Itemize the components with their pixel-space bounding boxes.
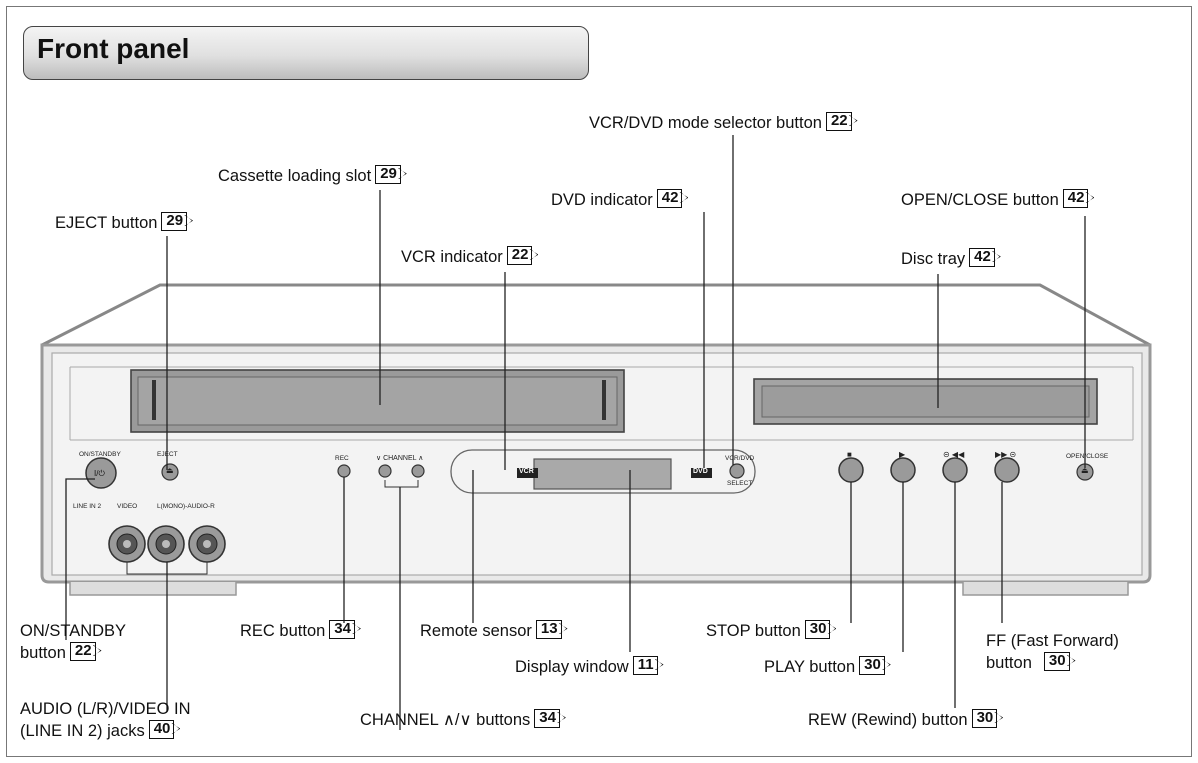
power-symbol: I/⏻ <box>94 469 105 478</box>
video-jack <box>108 525 146 563</box>
audio-r-jack <box>188 525 226 563</box>
stop-button <box>838 457 864 483</box>
open-close-panel-label: OPEN/CLOSE <box>1066 453 1109 460</box>
ff-button <box>994 457 1020 483</box>
video-panel-label: VIDEO <box>117 503 138 510</box>
rec-panel-label: REC <box>335 455 349 462</box>
channel-up-button <box>411 464 425 478</box>
select-panel-label: SELECT <box>727 480 753 487</box>
right-foot <box>962 582 1129 596</box>
eject-symbol: ⏏ <box>166 466 174 475</box>
on-standby-callout-line1: ON/STANDBY <box>20 622 127 640</box>
play-symbol: ▶ <box>899 450 906 459</box>
eject-symbol-2: ⏏ <box>1081 466 1089 475</box>
audio-callout-line1: AUDIO (L/R)/VIDEO IN <box>20 700 191 718</box>
vcr-dvd-select-button <box>729 463 745 479</box>
eject-panel-label: EJECT <box>157 451 178 458</box>
rew-button <box>942 457 968 483</box>
audio-l-jack <box>147 525 185 563</box>
device-top-outline <box>41 283 1151 347</box>
left-foot <box>69 582 237 596</box>
rec-button <box>337 464 351 478</box>
page-title: Front panel <box>37 33 190 64</box>
rew-symbol: ⊝ ◀◀ <box>943 450 965 459</box>
ff-callout-line1: FF (Fast Forward) <box>986 632 1119 650</box>
ff-symbol: ▶▶ ⊝ <box>995 450 1017 459</box>
vcr-badge: VCR <box>519 468 534 475</box>
dvd-badge: DVD <box>693 468 708 475</box>
vcrdvd-panel-label: VCR/DVD <box>725 455 755 462</box>
title-box: Front panel <box>23 26 589 80</box>
channel-panel-label: ∨ CHANNEL ∧ <box>376 455 424 462</box>
on-standby-panel-label: ON/STANDBY <box>79 451 121 458</box>
vcr-indicator <box>517 468 538 478</box>
leader-lines <box>65 135 1086 730</box>
audio-panel-label: L(MONO)-AUDIO-R <box>157 503 215 510</box>
channel-down-button <box>378 464 392 478</box>
dvd-indicator <box>691 468 712 478</box>
line-in-2-label: LINE IN 2 <box>73 503 102 510</box>
eject-button <box>161 463 179 481</box>
display-window <box>533 458 672 490</box>
figure-frame <box>6 6 1192 757</box>
play-button <box>890 457 916 483</box>
on-standby-button <box>85 457 117 489</box>
stop-symbol: ■ <box>847 450 852 459</box>
